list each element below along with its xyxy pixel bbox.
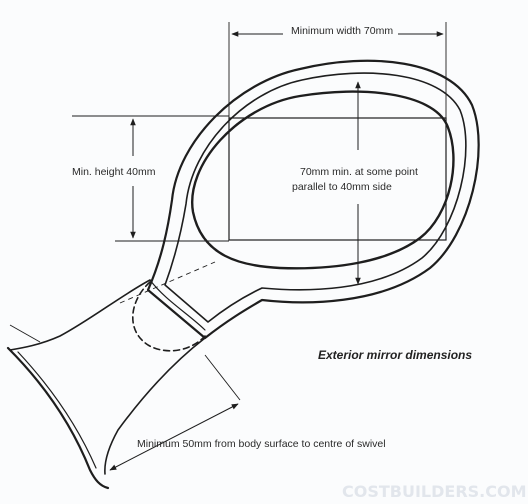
min-width-label: Minimum width 70mm <box>291 25 393 37</box>
dimension-rectangle <box>228 117 447 241</box>
mirror-glass <box>191 90 455 270</box>
swivel-dimension-line <box>109 403 239 471</box>
min-height-label: Min. height 40mm <box>72 166 156 178</box>
mirror-housing-inner <box>164 72 467 323</box>
swivel-stalk-left <box>9 279 151 351</box>
diagram-caption: Exterior mirror dimensions <box>318 348 472 362</box>
body-surface-inner <box>17 351 97 469</box>
swivel-joint-dashed <box>132 281 206 352</box>
swivel-stalk-right <box>104 337 206 475</box>
inner-label-line2: parallel to 40mm side <box>292 181 392 193</box>
swivel-distance-label: Minimum 50mm from body surface to centre… <box>137 438 386 450</box>
body-surface-outer <box>6 346 110 490</box>
swivel-centerline <box>119 261 216 304</box>
mirror-housing-outer <box>146 59 480 340</box>
body-offset-line <box>9 324 41 343</box>
watermark: COSTBUILDERS.COM <box>342 482 527 501</box>
inner-label-line1: 70mm min. at some point <box>300 166 418 178</box>
swivel-leader <box>204 354 241 401</box>
swivel-joint-top <box>149 279 206 331</box>
